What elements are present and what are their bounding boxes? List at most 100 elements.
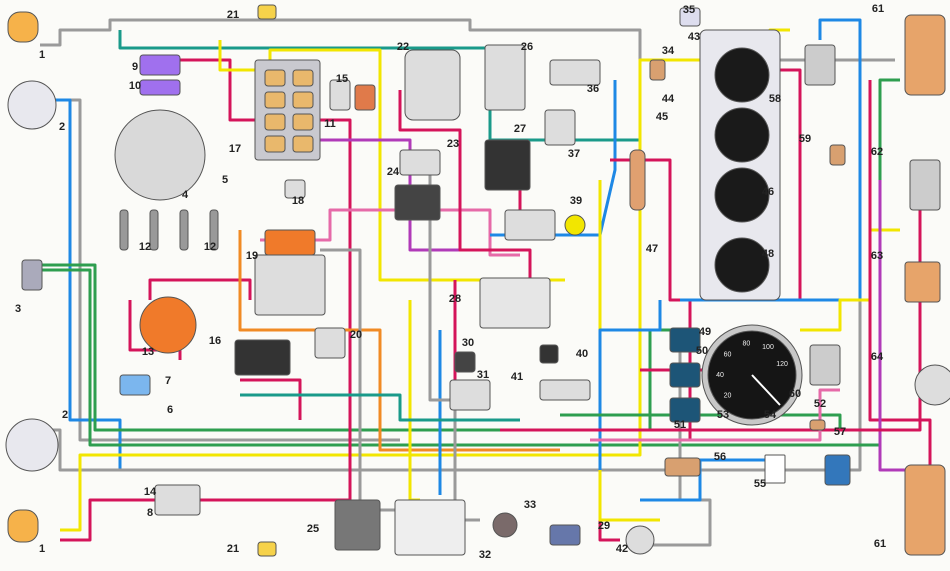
fuse [264, 113, 286, 131]
callout-label-26: 26 [521, 41, 533, 53]
speedometer-tick-label: 20 [724, 392, 732, 399]
callout-label-1: 1 [39, 543, 45, 555]
lamp-35 [679, 7, 701, 27]
speedometer-tick-label: 80 [743, 340, 751, 347]
fuse [264, 135, 286, 153]
side-lamp [904, 261, 941, 303]
voltage-regulator [404, 49, 461, 121]
switch-55 [764, 454, 786, 484]
wire-yellow [800, 228, 900, 332]
callout-label-12: 12 [204, 241, 216, 253]
license-lamp [909, 159, 941, 211]
callout-label-49: 49 [699, 326, 711, 338]
switch-52 [809, 419, 826, 431]
callout-label-40: 40 [576, 348, 588, 360]
wiper-motor [484, 44, 526, 111]
callout-label-8: 8 [147, 507, 153, 519]
callout-label-7: 7 [165, 375, 171, 387]
wire-red [868, 80, 932, 480]
rear-lamp-right-bottom [904, 464, 946, 556]
callout-label-60: 60 [789, 388, 801, 400]
ignition-coil [234, 339, 291, 376]
callout-label-39: 39 [570, 195, 582, 207]
wire-gray [40, 18, 895, 62]
heater-motor [544, 109, 576, 146]
callout-label-41: 41 [511, 371, 523, 383]
sound-signal-33 [492, 512, 518, 538]
callout-label-32: 32 [479, 549, 491, 561]
callout-label-27: 27 [514, 123, 526, 135]
callout-label-47: 47 [646, 243, 658, 255]
callout-label-64: 64 [871, 351, 884, 363]
callout-label-3: 3 [15, 303, 21, 315]
switch-58 [804, 44, 836, 86]
callout-label-4: 4 [182, 189, 189, 201]
ignition-switch [504, 209, 556, 241]
callout-label-22: 22 [397, 41, 409, 53]
callout-label-30: 30 [462, 337, 474, 349]
callout-label-56: 56 [714, 451, 726, 463]
wire-pink [590, 388, 840, 442]
wire-blue [598, 300, 662, 470]
ignition-key [564, 214, 586, 236]
callout-label-59: 59 [799, 133, 811, 145]
switch-56 [664, 457, 701, 477]
callout-label-34: 34 [662, 45, 675, 57]
callout-label-53: 53 [717, 409, 729, 421]
callout-label-24: 24 [387, 166, 400, 178]
wire-gray [48, 60, 862, 472]
relay-10 [139, 79, 181, 96]
fuse-block-28 [479, 277, 551, 329]
callout-label-62: 62 [871, 146, 883, 158]
relay-57 [824, 454, 851, 486]
callout-label-33: 33 [524, 499, 536, 511]
control-unit-32 [394, 499, 466, 556]
wire-green [560, 413, 842, 430]
callout-label-44: 44 [662, 93, 675, 105]
callout-label-5: 5 [222, 174, 228, 186]
fuse [292, 91, 314, 109]
fuse [264, 91, 286, 109]
reverse-lamp [914, 364, 950, 406]
callout-label-2: 2 [62, 409, 68, 421]
gauge [714, 47, 770, 103]
wire-gray [650, 350, 712, 547]
fuse [264, 69, 286, 87]
callout-label-17: 17 [229, 143, 241, 155]
wire-green [40, 78, 900, 447]
fuse [292, 69, 314, 87]
relay-15 [354, 84, 376, 111]
warning-lamp [669, 397, 701, 423]
callout-label-18: 18 [292, 195, 304, 207]
side-repeater-top [257, 4, 277, 20]
callout-label-58: 58 [769, 93, 781, 105]
callout-label-57: 57 [834, 426, 846, 438]
speedometer-tick-label: 60 [724, 351, 732, 358]
sensor-42 [625, 525, 655, 555]
callout-label-61: 61 [872, 3, 884, 15]
callout-label-50: 50 [696, 345, 708, 357]
callout-label-1: 1 [39, 49, 45, 61]
rear-lamp-right-top [904, 14, 946, 96]
wire-purple [878, 180, 905, 472]
front-lamp-left-top [7, 11, 39, 43]
fuse [292, 113, 314, 131]
callout-label-37: 37 [568, 148, 580, 160]
gauge [714, 107, 770, 163]
callout-label-43: 43 [688, 31, 700, 43]
wire-gray [45, 98, 400, 442]
speedometer-tick-label: 40 [716, 372, 724, 379]
callout-label-19: 19 [246, 250, 258, 262]
callout-label-28: 28 [449, 293, 461, 305]
relay-18 [284, 179, 306, 199]
wire-teal [240, 393, 520, 422]
callout-label-35: 35 [683, 4, 695, 16]
instrument-cluster [699, 29, 781, 301]
callout-label-2: 2 [59, 121, 65, 133]
callout-label-21: 21 [227, 543, 239, 555]
wire-yellow [598, 180, 660, 522]
callout-label-42: 42 [616, 543, 628, 555]
switch-31 [449, 379, 491, 411]
